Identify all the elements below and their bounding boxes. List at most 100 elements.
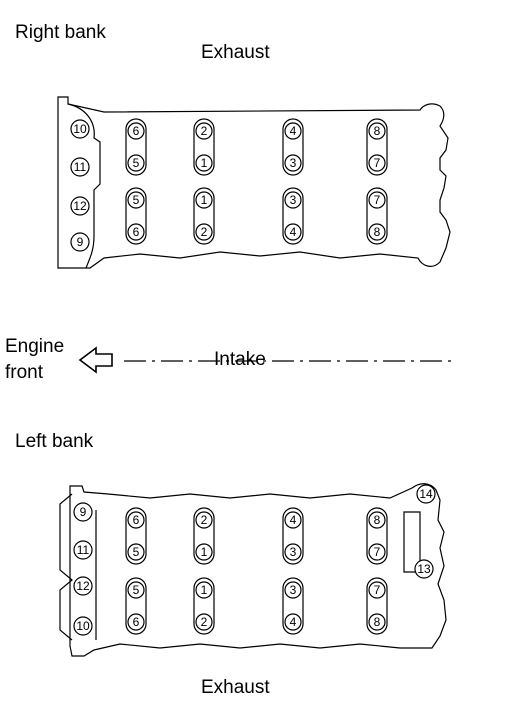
svg-text:12: 12 bbox=[76, 579, 90, 593]
left-bank-side-bolt-11: 11 bbox=[73, 540, 93, 560]
svg-text:6: 6 bbox=[133, 124, 140, 138]
svg-text:7: 7 bbox=[374, 545, 381, 559]
svg-text:9: 9 bbox=[80, 505, 87, 519]
right-bank-bolt-1: 1 bbox=[195, 154, 213, 172]
svg-text:11: 11 bbox=[74, 160, 87, 174]
svg-text:12: 12 bbox=[73, 199, 87, 213]
engine-label: Engine bbox=[5, 336, 65, 357]
svg-text:10: 10 bbox=[76, 619, 90, 633]
svg-text:3: 3 bbox=[290, 545, 297, 559]
svg-text:5: 5 bbox=[133, 193, 140, 207]
svg-text:6: 6 bbox=[133, 615, 140, 629]
right-bank-bolt-8: 8 bbox=[368, 122, 386, 140]
right-bank-bolt-slot bbox=[125, 187, 147, 245]
left-bank-label: Left bank bbox=[15, 431, 94, 452]
right-bank-bolt-slot bbox=[193, 118, 215, 176]
bottom-exhaust-label: Exhaust bbox=[201, 677, 270, 698]
left-bank-side-bolt-9: 9 bbox=[73, 502, 93, 522]
right-bank-bolt-7: 7 bbox=[368, 191, 386, 209]
right-bank-bolt-7: 7 bbox=[368, 154, 386, 172]
left-bank-end-bolt-13: 13 bbox=[414, 559, 434, 579]
left-bank-bolt-5: 5 bbox=[127, 543, 145, 561]
svg-text:13: 13 bbox=[417, 562, 431, 576]
left-bank-bolt-7: 7 bbox=[368, 581, 386, 599]
right-bank-bolt-slot bbox=[125, 118, 147, 176]
svg-text:3: 3 bbox=[290, 193, 297, 207]
svg-text:4: 4 bbox=[290, 513, 297, 527]
left-bank-bolt-slot bbox=[125, 507, 147, 565]
right-bank-side-bolt-11: 11 bbox=[70, 157, 90, 177]
right-bank-bolt-3: 3 bbox=[284, 154, 302, 172]
right-bank-side-bolt-12: 12 bbox=[70, 196, 90, 216]
svg-text:3: 3 bbox=[290, 156, 297, 170]
svg-text:10: 10 bbox=[73, 122, 87, 136]
svg-text:5: 5 bbox=[133, 583, 140, 597]
left-bank-bolt-4: 4 bbox=[284, 511, 302, 529]
right-bank-bolt-slot bbox=[366, 118, 388, 176]
right-bank-bolt-slot bbox=[282, 118, 304, 176]
left-bank-bolt-6: 6 bbox=[127, 511, 145, 529]
left-bank-bolt-2: 2 bbox=[195, 511, 213, 529]
bolt-layer: 6521438756123478101112965214387561234789… bbox=[70, 118, 436, 636]
left-bank-bolt-8: 8 bbox=[368, 613, 386, 631]
left-bank-bolt-slot bbox=[193, 577, 215, 635]
svg-text:11: 11 bbox=[77, 543, 90, 557]
top-exhaust-label: Exhaust bbox=[201, 42, 270, 63]
left-bank-bolt-slot bbox=[125, 577, 147, 635]
right-bank-bolt-slot bbox=[366, 187, 388, 245]
left-bank-end-bolt-14: 14 bbox=[416, 484, 436, 504]
right-bank-bolt-slot bbox=[282, 187, 304, 245]
left-bank-bolt-4: 4 bbox=[284, 613, 302, 631]
svg-text:8: 8 bbox=[374, 225, 381, 239]
left-bank-bolt-7: 7 bbox=[368, 543, 386, 561]
svg-text:7: 7 bbox=[374, 583, 381, 597]
right-bank-bolt-8: 8 bbox=[368, 223, 386, 241]
svg-text:6: 6 bbox=[133, 513, 140, 527]
svg-text:5: 5 bbox=[133, 156, 140, 170]
svg-text:7: 7 bbox=[374, 193, 381, 207]
right-bank-side-bolt-9: 9 bbox=[70, 232, 90, 252]
right-bank-bolt-3: 3 bbox=[284, 191, 302, 209]
svg-text:4: 4 bbox=[290, 225, 297, 239]
engine-front-arrow-icon bbox=[78, 346, 113, 374]
svg-text:2: 2 bbox=[201, 124, 208, 138]
right-bank-bolt-4: 4 bbox=[284, 122, 302, 140]
right-bank-bolt-1: 1 bbox=[195, 191, 213, 209]
left-bank-bolt-5: 5 bbox=[127, 581, 145, 599]
left-bank-bolt-slot bbox=[366, 507, 388, 565]
front-label: front bbox=[5, 362, 44, 383]
svg-text:4: 4 bbox=[290, 124, 297, 138]
svg-text:5: 5 bbox=[133, 545, 140, 559]
right-bank-bolt-5: 5 bbox=[127, 191, 145, 209]
right-bank-side-bolt-10: 10 bbox=[70, 119, 90, 139]
right-bank-bolt-slot bbox=[193, 187, 215, 245]
svg-text:14: 14 bbox=[419, 487, 433, 501]
svg-text:1: 1 bbox=[201, 545, 208, 559]
svg-text:7: 7 bbox=[374, 156, 381, 170]
left-bank-bolt-3: 3 bbox=[284, 581, 302, 599]
svg-text:2: 2 bbox=[201, 615, 208, 629]
svg-text:4: 4 bbox=[290, 615, 297, 629]
left-bank-bolt-6: 6 bbox=[127, 613, 145, 631]
right-bank-bolt-6: 6 bbox=[127, 223, 145, 241]
left-bank-bolt-2: 2 bbox=[195, 613, 213, 631]
left-bank-bolt-slot bbox=[366, 577, 388, 635]
left-bank-head bbox=[59, 483, 447, 657]
right-bank-bolt-2: 2 bbox=[195, 122, 213, 140]
left-bank-bolt-1: 1 bbox=[195, 581, 213, 599]
svg-text:1: 1 bbox=[201, 156, 208, 170]
right-bank-bolt-4: 4 bbox=[284, 223, 302, 241]
intake-label: Intake bbox=[210, 349, 270, 371]
left-bank-side-bolt-12: 12 bbox=[73, 576, 93, 596]
svg-text:1: 1 bbox=[201, 583, 208, 597]
left-bank-bolt-slot bbox=[282, 507, 304, 565]
left-bank-side-bolt-10: 10 bbox=[73, 616, 93, 636]
right-bank-bolt-6: 6 bbox=[127, 122, 145, 140]
right-bank-label: Right bank bbox=[15, 22, 106, 43]
svg-text:2: 2 bbox=[201, 225, 208, 239]
svg-text:8: 8 bbox=[374, 615, 381, 629]
svg-text:6: 6 bbox=[133, 225, 140, 239]
left-bank-bolt-3: 3 bbox=[284, 543, 302, 561]
right-bank-bolt-5: 5 bbox=[127, 154, 145, 172]
